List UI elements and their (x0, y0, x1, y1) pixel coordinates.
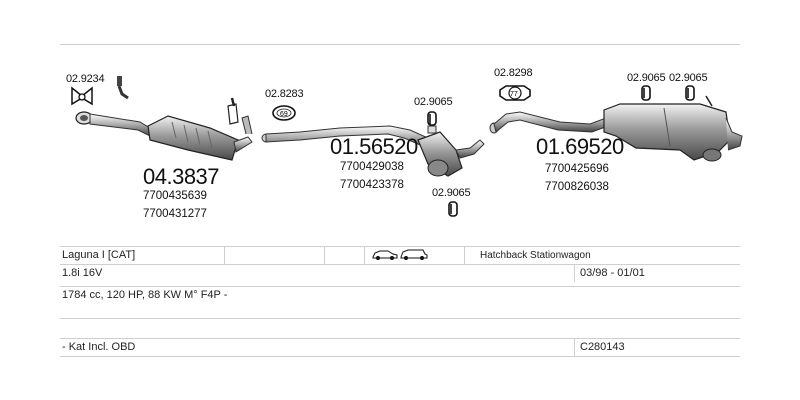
catalytic-converter-number[interactable]: 04.3837 (143, 164, 220, 189)
car-stationwagon-icon (400, 249, 428, 260)
car-hatchback-icon (372, 250, 398, 260)
oem-number: 7700423378 (340, 179, 404, 191)
table-bottom-divider (60, 356, 740, 357)
middle-silencer-part[interactable] (261, 125, 485, 177)
table-row: Laguna I [CAT] Hatchback Stationwagon (60, 246, 740, 264)
exhaust-diagram: 69 77 (71, 76, 743, 217)
body-type-label: Hatchback Stationwagon (480, 250, 591, 261)
body-type-icons (372, 246, 428, 263)
note-cell: - Kat Incl. OBD (62, 341, 136, 353)
ring-part-number[interactable]: 02.8283 (265, 88, 304, 100)
hanger-icon[interactable] (427, 111, 437, 126)
oem-number: 7700425696 (545, 163, 609, 175)
hanger-part-number[interactable]: 02.9065 (414, 96, 453, 108)
middle-silencer-number[interactable]: 01.56520 (330, 134, 418, 159)
ring-icon[interactable] (272, 105, 296, 121)
hanger-part-number[interactable]: 02.9065 (627, 72, 666, 84)
model-cell: Laguna I [CAT] (62, 249, 136, 261)
ring-number: 69 (280, 111, 288, 118)
table-row (60, 318, 740, 336)
table-row: 1784 cc, 120 HP, 88 KW M° F4P - (60, 286, 740, 304)
oem-number: 7700431277 (143, 208, 207, 220)
hanger-icon[interactable] (448, 201, 458, 217)
gasket-icon[interactable] (71, 86, 93, 106)
specs-cell: 1784 cc, 120 HP, 88 KW M° F4P - (62, 289, 228, 301)
catalytic-converter-part[interactable] (75, 97, 253, 161)
clamp-number: 77 (510, 91, 518, 98)
rear-silencer-part[interactable] (489, 95, 743, 162)
code-cell: C280143 (580, 341, 625, 353)
gasket-part-number[interactable]: 02.9234 (66, 73, 105, 85)
hanger-icon[interactable] (685, 85, 695, 101)
table-row: 1.8i 16V 03/98 - 01/01 (60, 264, 740, 282)
hanger-icon[interactable] (641, 85, 651, 101)
oem-number: 7700435639 (143, 190, 207, 202)
hanger-part-number[interactable]: 02.9065 (432, 187, 471, 199)
oem-number: 7700429038 (340, 161, 404, 173)
hanger-part-number[interactable]: 02.9065 (669, 72, 708, 84)
engine-cell: 1.8i 16V (62, 267, 103, 279)
rear-silencer-number[interactable]: 01.69520 (536, 134, 624, 159)
table-row: - Kat Incl. OBD C280143 (60, 338, 740, 356)
top-divider (60, 44, 740, 45)
oem-number: 7700826038 (545, 181, 609, 193)
years-cell: 03/98 - 01/01 (580, 267, 645, 279)
clamp-icon[interactable] (499, 85, 531, 101)
clamp-part-number[interactable]: 02.8298 (494, 67, 533, 79)
lambda-sensor-icon (117, 76, 129, 100)
